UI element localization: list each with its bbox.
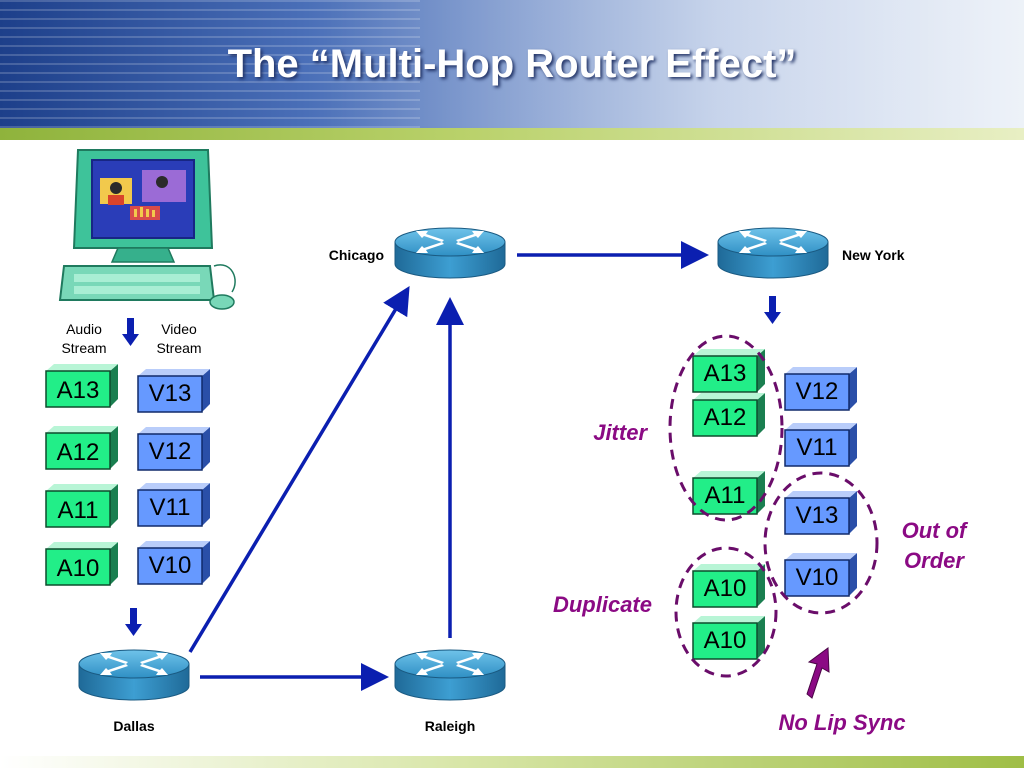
- svg-text:A13: A13: [704, 360, 747, 387]
- jitter-label: Jitter: [593, 420, 648, 445]
- router-label-raleigh: Raleigh: [425, 718, 476, 734]
- jitter-highlight: [668, 334, 784, 522]
- computer-icon: [58, 149, 236, 310]
- svg-text:V10: V10: [796, 564, 839, 591]
- duplicate-label: Duplicate: [553, 592, 652, 617]
- packet: A10: [45, 542, 118, 586]
- slide-title: The “Multi-Hop Router Effect”: [227, 42, 797, 86]
- svg-text:V10: V10: [149, 552, 192, 579]
- svg-text:A11: A11: [705, 482, 746, 509]
- packet: V11: [137, 483, 210, 527]
- packet: A13: [45, 364, 118, 408]
- svg-text:V12: V12: [796, 378, 839, 405]
- packet: A10: [692, 564, 765, 608]
- header-fade: [324, 0, 1024, 128]
- packet: V12: [784, 367, 857, 411]
- down-arrow-icon: [122, 318, 139, 346]
- svg-text:V12: V12: [149, 438, 192, 465]
- svg-text:V11: V11: [797, 434, 838, 461]
- router-icon: [78, 649, 190, 701]
- out-of-order-highlight: [763, 471, 879, 615]
- out-of-order-label-line1: Out of: [902, 518, 969, 543]
- packet: A11: [692, 471, 765, 515]
- packet: A13: [692, 349, 765, 393]
- router-icon: [394, 649, 506, 701]
- audio-stream-label-line2: Stream: [61, 340, 106, 356]
- svg-text:A11: A11: [58, 497, 99, 524]
- router-label-new-york: New York: [842, 247, 905, 263]
- header-accent-bar: [0, 128, 1024, 140]
- out-of-order-label-line2: Order: [904, 548, 965, 573]
- packet: V13: [784, 491, 857, 535]
- router-label-dallas: Dallas: [113, 718, 154, 734]
- video-stream-label-line2: Stream: [156, 340, 201, 356]
- svg-text:V13: V13: [149, 380, 192, 407]
- svg-text:A12: A12: [704, 404, 747, 431]
- down-arrow-icon: [764, 296, 781, 324]
- svg-text:A13: A13: [57, 377, 100, 404]
- packet: V11: [784, 423, 857, 467]
- packet: V10: [137, 541, 210, 585]
- dallas-to-chicago-arrow: [188, 285, 410, 653]
- svg-text:A10: A10: [57, 555, 100, 582]
- svg-text:A10: A10: [704, 575, 747, 602]
- duplicate-highlight: [674, 546, 778, 678]
- audio-stream-label-line1: Audio: [66, 321, 102, 337]
- slide-header: [0, 0, 1024, 128]
- packet: A10: [692, 616, 765, 660]
- svg-text:V11: V11: [150, 494, 191, 521]
- header-stripes: [0, 0, 420, 128]
- packet: V12: [137, 427, 210, 471]
- svg-text:A10: A10: [704, 627, 747, 654]
- packet: V13: [137, 369, 210, 413]
- packet: A12: [692, 393, 765, 437]
- no-lip-sync-label: No Lip Sync: [778, 710, 905, 735]
- up-arrow-icon: [806, 647, 830, 699]
- video-stream-label-line1: Video: [161, 321, 197, 337]
- router-label-chicago: Chicago: [329, 247, 384, 263]
- router-icon: [717, 227, 829, 279]
- router-icon: [394, 227, 506, 279]
- footer-accent-bar: [0, 756, 1024, 768]
- packet: V10: [784, 553, 857, 597]
- packet: A11: [45, 484, 118, 528]
- packet: A12: [45, 426, 118, 470]
- svg-text:A12: A12: [57, 439, 100, 466]
- svg-text:V13: V13: [796, 502, 839, 529]
- down-arrow-icon: [125, 608, 142, 636]
